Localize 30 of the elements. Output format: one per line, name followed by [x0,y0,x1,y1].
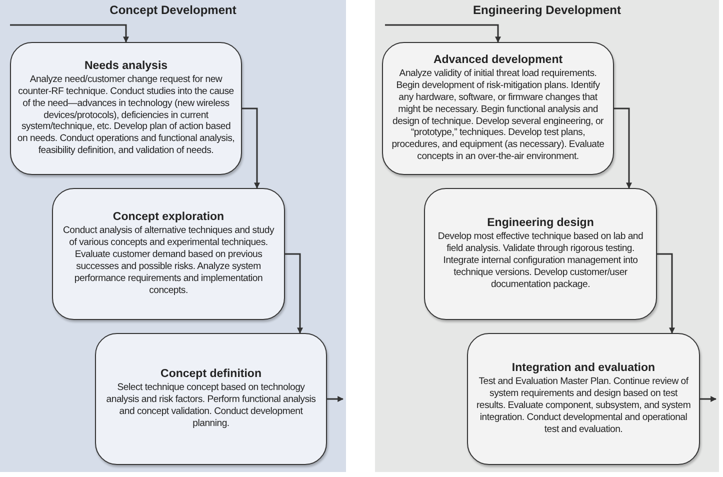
box-heading: Concept definition [160,368,262,380]
box-description: Develop most effective technique based on lab and field analysis. Validate through rigorous testing. Integrate internal configuration management into technique versions. Develop customer/user documentation package. [436,231,644,291]
box-heading: Engineering design [487,217,594,230]
box-heading: Integration and evaluation [512,362,656,374]
process-box [52,188,285,320]
arrow [657,253,675,334]
panel-heading: Concept Development [110,3,236,17]
arrow [285,253,303,334]
box-heading: Needs analysis [84,60,168,72]
box-description: Analyze validity of initial threat load requirements. Begin development of risk-mitigation plans. Identify any hardware, software, or firmware changes that might be necessary. Begin functional analysis and design of technique. Develop several engineering, or “prototype,” techniques. Develop test plans, procedures, and equipment (as necessary). Evaluate concepts in an over-the-air environment. [390,68,606,164]
box-description: Analyze need/customer change request for new counter-RF technique. Conduct studies into the cause of the need—advances in technology (new wireless devices/protocols), deficiencies in current system/technique, etc. Develop plan of action based on needs. Conduct operations and functional analysis, feasibility definition, and validation of needs. [17,74,235,158]
process-box [424,188,657,320]
box-description: Test and Evaluation Master Plan. Continue review of system requirements and design based on test results. Evaluate component, subsystem, and system integration. Conduct developmental and operational test and evaluation. [475,376,692,436]
arrow [614,108,632,189]
process-box [467,333,700,465]
arrow [385,24,501,43]
arrow [242,108,260,189]
phase-panel [375,0,719,472]
panel-heading: Engineering Development [472,3,622,17]
arrow [700,396,717,402]
arrow [327,396,344,402]
process-box [382,42,614,175]
arrow [10,24,129,43]
process-box [10,42,242,175]
box-heading: Concept exploration [112,211,224,224]
box-description: Select technique concept based on technology analysis and risk factors. Perform functional analysis and concept validation. Conduct development planning. [105,382,317,430]
phase-panel [0,0,346,472]
process-box [95,333,327,465]
box-heading: Advanced development [433,54,563,66]
box-description: Conduct analysis of alternative techniques and study of various concepts and experimental techniques. Evaluate customer demand based on previous successes and possible risks. Analyze system performance requirements and implementation concepts. [62,225,276,297]
